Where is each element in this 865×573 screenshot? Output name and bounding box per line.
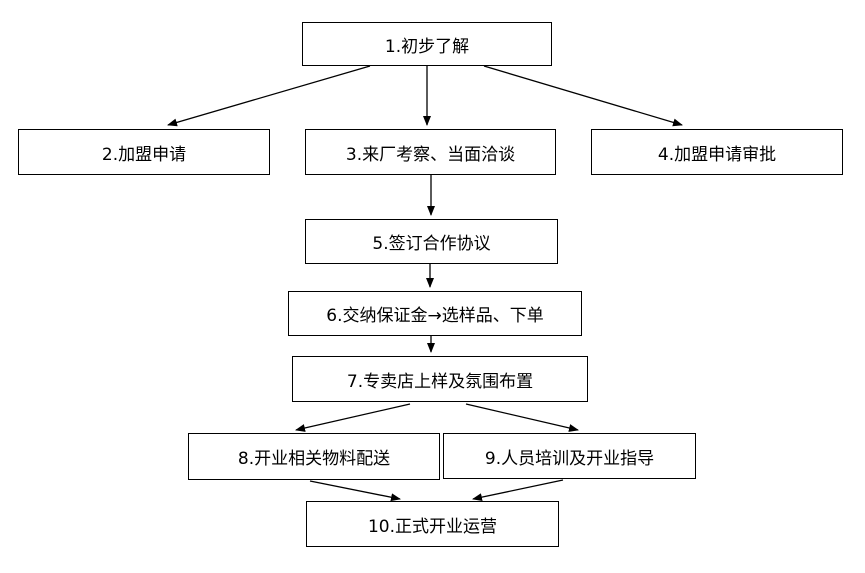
step-9-staff-training: 9.人员培训及开业指导 <box>443 433 696 479</box>
arrow-9-to-10 <box>472 479 564 502</box>
step-1-initial-inquiry: 1.初步了解 <box>302 22 552 66</box>
step-4-application-approval: 4.加盟申请审批 <box>591 129 843 175</box>
step-10-grand-opening: 10.正式开业运营 <box>306 501 559 547</box>
step-8-materials-delivery: 8.开业相关物料配送 <box>188 433 440 480</box>
arrow-7-to-9 <box>465 403 579 432</box>
step-5-sign-agreement: 5.签订合作协议 <box>305 219 558 264</box>
step-3-factory-visit: 3.来厂考察、当面洽谈 <box>305 129 556 175</box>
arrow-1-to-4 <box>483 65 683 127</box>
step-7-store-setup: 7.专卖店上样及氛围布置 <box>292 356 588 402</box>
arrow-7-to-8 <box>295 403 411 432</box>
arrow-8-to-10 <box>309 480 401 502</box>
step-6-deposit-and-order: 6.交纳保证金→选样品、下单 <box>288 291 582 336</box>
arrow-1-to-2 <box>167 65 371 127</box>
step-2-franchise-application: 2.加盟申请 <box>18 129 270 175</box>
